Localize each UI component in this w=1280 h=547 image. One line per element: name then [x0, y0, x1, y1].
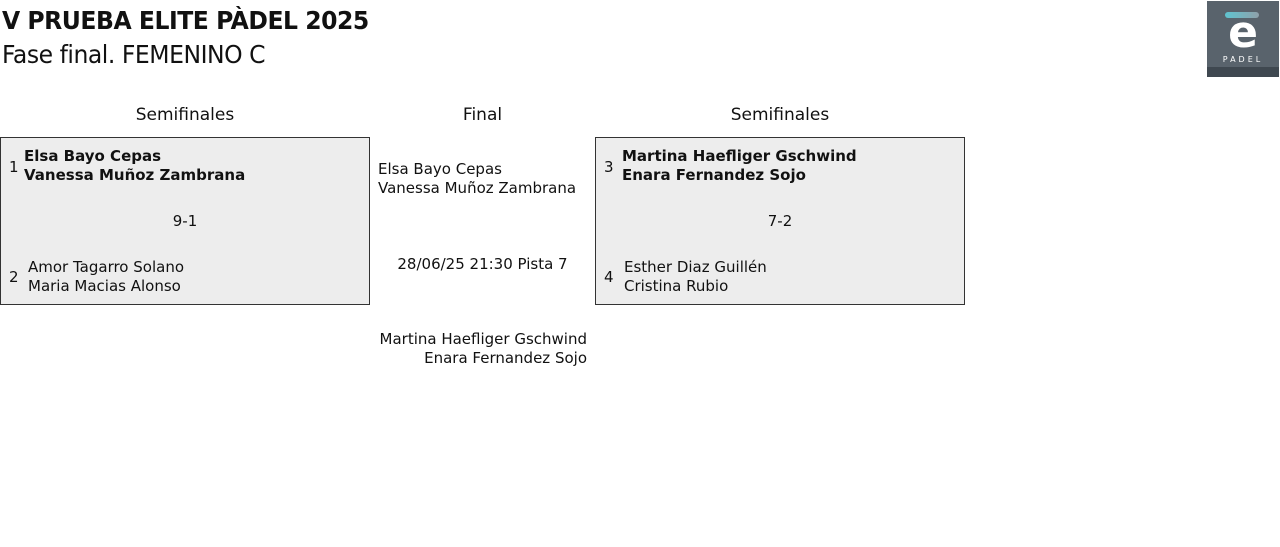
seed: 3: [604, 158, 614, 176]
winner-team: Martina Haefliger Gschwind Enara Fernand…: [622, 147, 857, 185]
loser-team: Esther Diaz Guillén Cristina Rubio: [624, 258, 767, 296]
logo-strip: [1207, 67, 1279, 77]
seed: 2: [9, 268, 19, 286]
player-name: Elsa Bayo Cepas: [378, 160, 502, 178]
logo-text: PADEL: [1222, 55, 1264, 64]
player-name: Cristina Rubio: [624, 277, 729, 295]
logo-letter: e: [1228, 7, 1258, 58]
player-name: Vanessa Muñoz Zambrana: [378, 179, 577, 197]
player-name: Enara Fernandez Sojo: [424, 349, 587, 367]
header-semifinals-right: Semifinales: [730, 105, 830, 125]
phase-title: Fase final. FEMENINO C: [2, 40, 266, 69]
match-score: 7-2: [767, 212, 793, 230]
semifinal-match-1[interactable]: 1 Elsa Bayo Cepas Vanessa Muñoz Zambrana…: [0, 137, 370, 305]
semifinal-match-2[interactable]: 3 Martina Haefliger Gschwind Enara Ferna…: [595, 137, 965, 305]
final-team-1: Elsa Bayo Cepas Vanessa Muñoz Zambrana: [378, 160, 576, 198]
epadel-logo: e PADEL: [1207, 1, 1279, 77]
final-team-2: Martina Haefliger Gschwind Enara Fernand…: [380, 330, 587, 368]
player-name: Vanessa Muñoz Zambrana: [24, 166, 246, 184]
seed: 1: [9, 158, 19, 176]
player-name: Martina Haefliger Gschwind: [379, 330, 587, 348]
header-final: Final: [462, 105, 503, 125]
loser-team: Amor Tagarro Solano Maria Macias Alonso: [28, 258, 184, 296]
final-schedule: 28/06/25 21:30 Pista 7: [397, 255, 568, 273]
tournament-title: V PRUEBA ELITE PÀDEL 2025: [2, 6, 369, 35]
match-score: 9-1: [172, 212, 198, 230]
player-name: Martina Haefliger Gschwind: [622, 147, 857, 165]
header-semifinals-left: Semifinales: [135, 105, 235, 125]
player-name: Elsa Bayo Cepas: [24, 147, 162, 165]
player-name: Maria Macias Alonso: [28, 277, 181, 295]
player-name: Amor Tagarro Solano: [28, 258, 184, 276]
player-name: Enara Fernandez Sojo: [622, 166, 806, 184]
logo-bar: [1225, 12, 1259, 18]
seed: 4: [604, 268, 614, 286]
winner-team: Elsa Bayo Cepas Vanessa Muñoz Zambrana: [24, 147, 245, 185]
player-name: Esther Diaz Guillén: [624, 258, 767, 276]
